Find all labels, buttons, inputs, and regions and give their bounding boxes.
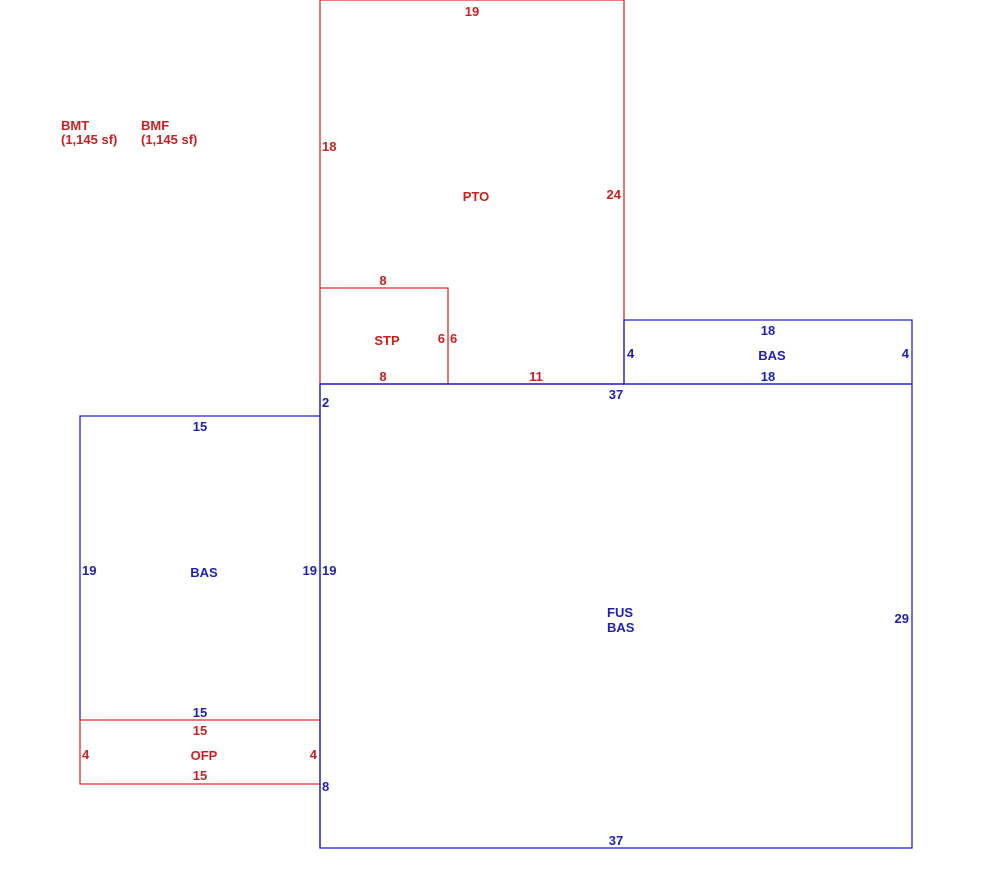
main-dim-top: 37 <box>609 387 623 402</box>
ofp-dim-right: 4 <box>310 747 318 762</box>
stp-dim-bottom: 8 <box>379 369 386 384</box>
stp-dim-right: 6 <box>450 331 457 346</box>
main-dim-left-top: 2 <box>322 395 329 410</box>
ofp-dim-bottom: 15 <box>193 768 207 783</box>
legend-bmf-area: (1,145 sf) <box>141 132 197 147</box>
bas-right-dim-right: 4 <box>902 346 910 361</box>
ofp-dim-left: 4 <box>82 747 90 762</box>
bas-right-dim-left: 4 <box>627 346 635 361</box>
area-pto: 19 18 24 11 PTO <box>319 0 625 385</box>
pto-dim-top: 19 <box>465 4 479 19</box>
ofp-dim-top: 15 <box>193 723 207 738</box>
pto-dim-left: 18 <box>322 139 336 154</box>
legend-bmt-code: BMT <box>61 118 89 133</box>
bas-left-label: BAS <box>190 565 218 580</box>
stp-label: STP <box>374 333 400 348</box>
ofp-outline <box>79 719 320 785</box>
area-main: 37 37 29 2 19 8 FUS BAS <box>319 383 913 849</box>
pto-dim-bottom: 11 <box>529 369 543 384</box>
area-stp: 8 8 6 6 STP <box>320 273 457 385</box>
bas-left-outline <box>79 415 320 720</box>
legend: BMT (1,145 sf) BMF (1,145 sf) <box>61 118 197 147</box>
bas-left-dim-top: 15 <box>193 419 207 434</box>
main-dim-left-mid: 19 <box>322 563 336 578</box>
bas-right-dim-top: 18 <box>761 323 775 338</box>
bas-left-dim-right: 19 <box>303 563 317 578</box>
bas-left-dim-bottom: 15 <box>193 705 207 720</box>
main-label-line2: BAS <box>607 620 635 635</box>
stp-outline <box>320 287 449 384</box>
area-bas-right: 18 18 4 4 BAS <box>623 319 913 384</box>
stp-dim-left: 6 <box>438 331 445 346</box>
area-ofp: 15 15 4 4 OFP <box>79 719 320 785</box>
stp-dim-top: 8 <box>379 273 386 288</box>
pto-dim-right: 24 <box>607 187 622 202</box>
pto-outline <box>319 0 625 384</box>
bas-right-dim-bottom: 18 <box>761 369 775 384</box>
bas-right-label: BAS <box>758 348 786 363</box>
main-dim-bottom: 37 <box>609 833 623 848</box>
bas-right-outline <box>623 319 913 384</box>
pto-label: PTO <box>463 189 490 204</box>
main-dim-right: 29 <box>895 611 909 626</box>
legend-bmt-area: (1,145 sf) <box>61 132 117 147</box>
area-bas-left: 15 15 19 19 BAS <box>79 415 320 720</box>
ofp-label: OFP <box>191 748 218 763</box>
main-dim-left-bottom: 8 <box>322 779 329 794</box>
legend-bmf-code: BMF <box>141 118 169 133</box>
bas-left-dim-left: 19 <box>82 563 96 578</box>
main-label-line1: FUS <box>607 605 633 620</box>
